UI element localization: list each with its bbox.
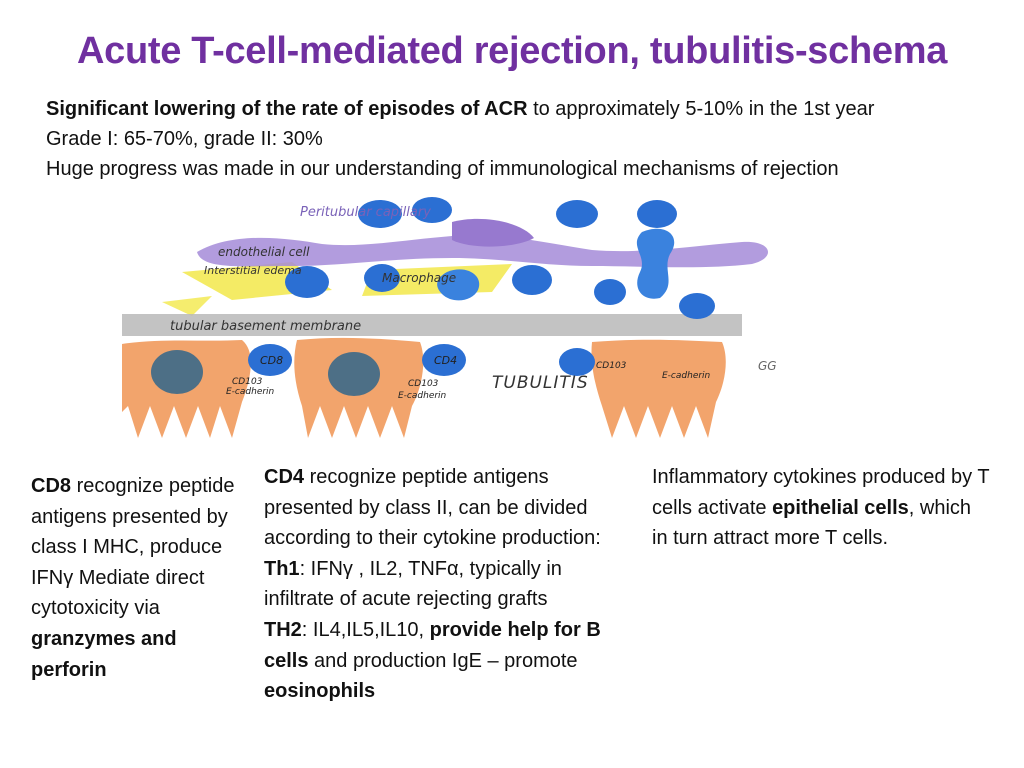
tubulitis-drawing: Peritubular capillary endothelial cell I… [122, 197, 777, 438]
label-endothelial-cell: endothelial cell [218, 245, 310, 259]
cytokines-column: Inflammatory cytokines produced by T cel… [652, 462, 992, 554]
label-cd8: CD8 [260, 354, 283, 367]
th2-text-2: and production IgE – promote [308, 649, 578, 672]
cytokines-text: Inflammatory cytokines produced by T cel… [652, 466, 990, 519]
t-cell [358, 200, 402, 228]
label-cd103-c: CD103 [596, 361, 627, 371]
macrophage [437, 269, 480, 301]
cd4-paragraph: CD4 recognize peptide antigens presented… [264, 462, 614, 554]
th2-paragraph: TH2: IL4,IL5,IL10, provide help for B ce… [264, 615, 614, 707]
cd8-term: CD8 [31, 475, 72, 497]
cd8-text: recognize peptide antigens presented by … [31, 475, 235, 620]
eosinophils-term: eosinophils [264, 680, 376, 703]
t-cell [512, 265, 552, 295]
t-cell-migrating [636, 228, 675, 299]
intro-line-1-rest: to approximately 5-10% in the 1st year [527, 98, 875, 120]
endothelial-cell [197, 235, 769, 268]
t-cell [412, 197, 452, 223]
th1-text: : IFNγ , IL2, TNFα, typically in infiltr… [264, 557, 562, 611]
t-cell [559, 348, 595, 376]
intro-line-3: Huge progress was made in our understand… [46, 158, 839, 180]
cd4-t-cell [422, 344, 466, 376]
cd4-text: recognize peptide antigens presented by … [264, 466, 601, 550]
label-e-cadherin-c: E-cadherin [662, 371, 711, 381]
cd8-t-cell [248, 344, 292, 376]
th1-term: Th1 [264, 557, 300, 580]
cd4-column: CD4 recognize peptide antigens presented… [264, 462, 614, 707]
t-cell [364, 264, 400, 292]
epithelial-cell [591, 339, 726, 438]
th1-paragraph: Th1: IFNγ , IL2, TNFα, typically in infi… [264, 554, 614, 615]
label-macrophage: Macrophage [382, 271, 456, 285]
t-cell [285, 266, 329, 298]
epithelial-nucleus [151, 350, 203, 394]
label-cd4: CD4 [434, 354, 457, 367]
label-tubular-basement-membrane: tubular basement membrane [170, 319, 361, 334]
b-cell-help-term: provide help for B cells [264, 618, 601, 672]
th2-term: TH2 [264, 618, 302, 641]
edema-streak [162, 296, 212, 316]
t-cell [594, 279, 626, 305]
cd8-column: CD8 recognize peptide antigens presented… [31, 471, 246, 685]
cd8-paragraph: CD8 recognize peptide antigens presented… [31, 471, 246, 685]
intro-line-1-bold: Significant lowering of the rate of epis… [46, 98, 528, 120]
label-interstitial-edema: Interstitial edema [204, 264, 302, 277]
artist-signature: GG [758, 359, 777, 373]
cd4-term: CD4 [264, 466, 305, 488]
epithelial-cells-term: epithelial cells [772, 496, 909, 519]
cytokines-text-2: , which in turn attract more T cells. [652, 496, 972, 550]
slide-title: Acute T-cell-mediated rejection, tubulit… [76, 30, 948, 72]
label-cd103-a: CD103 [232, 377, 263, 387]
t-cell [637, 200, 677, 228]
label-peritubular-capillary: Peritubular capillary [300, 205, 431, 220]
intro-text: Significant lowering of the rate of epis… [46, 94, 1006, 184]
epithelial-nucleus [328, 352, 380, 396]
granzymes-perforin-term: granzymes and perforin [31, 627, 177, 681]
intro-line-2: Grade I: 65-70%, grade II: 30% [46, 128, 323, 150]
th2-text: : IL4,IL5,IL10, [301, 618, 430, 641]
t-cell [556, 200, 598, 228]
endothelial-nucleus [452, 218, 534, 247]
label-e-cadherin-a: E-cadherin [226, 387, 275, 397]
tubular-basement-membrane [122, 314, 742, 336]
cytokines-paragraph: Inflammatory cytokines produced by T cel… [652, 462, 992, 554]
label-tubulitis: TUBULITIS [492, 373, 589, 393]
intro-line-1: Significant lowering of the rate of epis… [46, 94, 1006, 124]
label-cd103-b: CD103 [408, 379, 439, 389]
t-cell [679, 293, 715, 319]
label-e-cadherin-b: E-cadherin [398, 391, 447, 401]
